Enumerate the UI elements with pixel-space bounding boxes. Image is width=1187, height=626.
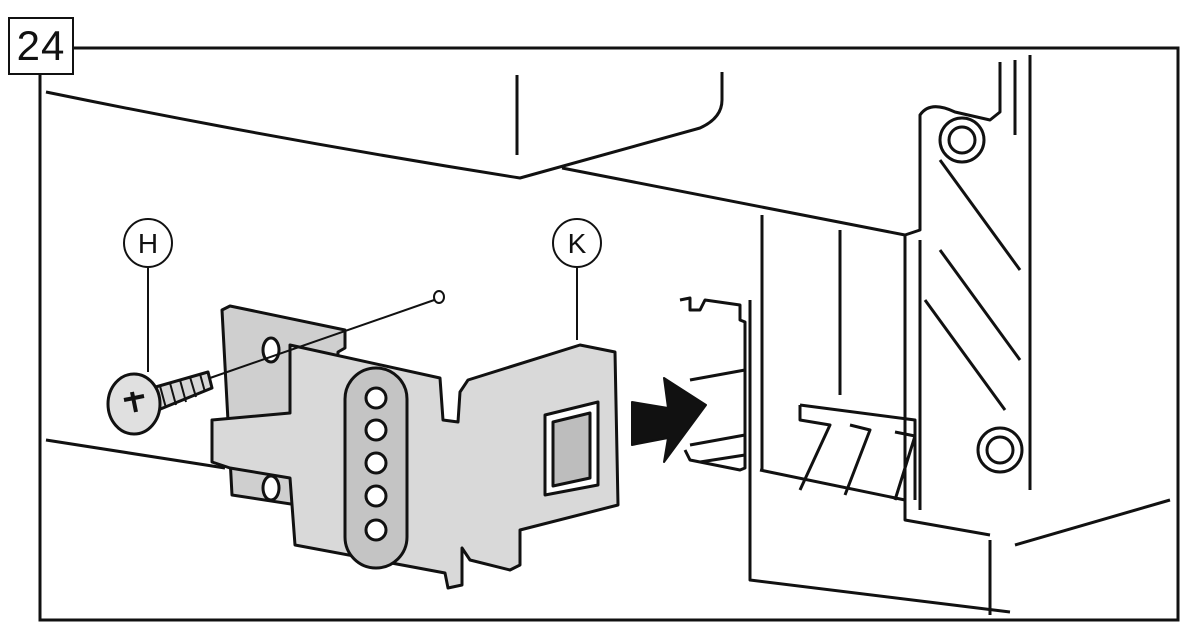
mounting-bracket [210, 304, 620, 590]
step-number: 24 [8, 17, 74, 75]
callout-h-label: H [138, 228, 158, 259]
callout-k-label: K [568, 228, 587, 259]
direction-arrow-icon [631, 377, 707, 463]
diagram-frame [38, 46, 1180, 622]
appliance-body [45, 55, 1171, 615]
screw-guide-line [209, 297, 441, 379]
callout-k: K [552, 218, 602, 340]
screw-icon [106, 370, 214, 436]
callout-h: H [123, 218, 173, 372]
